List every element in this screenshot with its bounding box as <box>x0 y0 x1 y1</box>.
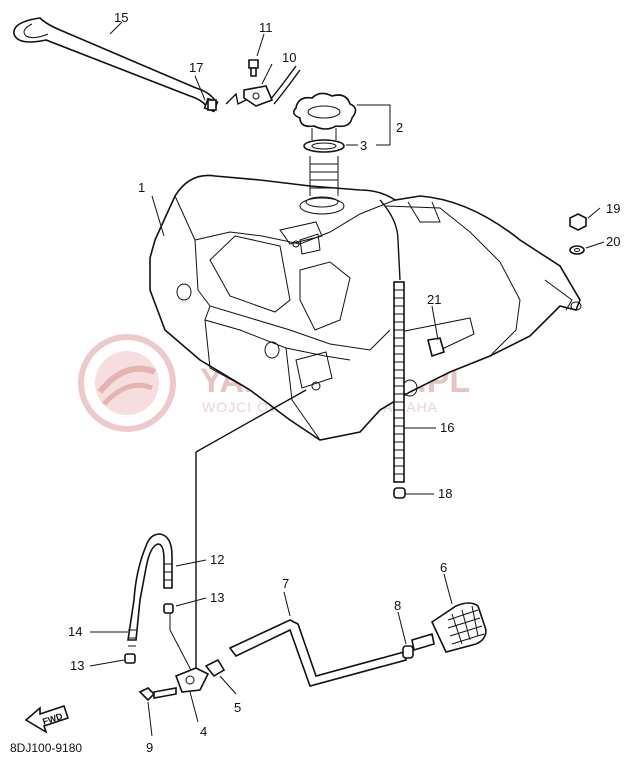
part-13-hose-clip <box>124 603 174 664</box>
callout-16: 16 <box>440 420 454 435</box>
part-9-screw <box>138 687 177 702</box>
leader-lines <box>89 21 605 737</box>
callout-7: 7 <box>282 576 289 591</box>
callout-15: 15 <box>114 10 128 25</box>
callout-12: 12 <box>210 552 224 567</box>
part-14-fuel-hose <box>128 629 136 647</box>
part-16-overflow-hose <box>379 199 406 499</box>
part-2-fuel-cap <box>292 92 357 140</box>
callout-5: 5 <box>234 700 241 715</box>
part-3-gasket <box>303 139 345 196</box>
callout-18: 18 <box>438 486 452 501</box>
callout-20: 20 <box>606 234 620 249</box>
watermark-logo-icon <box>78 334 176 432</box>
part-20-washer <box>569 245 585 255</box>
callout-2: 2 <box>396 120 403 135</box>
callout-8: 8 <box>394 598 401 613</box>
part-21-clamp <box>427 337 445 358</box>
callout-3: 3 <box>360 138 367 153</box>
part-7-fuel-pipe <box>228 619 407 687</box>
part-6-fuel-filter <box>411 602 487 653</box>
callout-19: 19 <box>606 201 620 216</box>
part-4-fuel-cock <box>174 667 210 693</box>
callout-21: 21 <box>427 292 441 307</box>
callout-13-lower: 13 <box>70 658 84 673</box>
callout-1: 1 <box>138 180 145 195</box>
callout-17: 17 <box>189 60 203 75</box>
callout-labels: 15 11 10 17 2 3 1 19 20 21 16 18 12 13 1… <box>68 10 620 755</box>
part-8-pipe-clip <box>402 645 414 659</box>
part-11-bolt <box>248 59 259 77</box>
callout-6: 6 <box>440 560 447 575</box>
part-10-breather-pipe <box>225 65 301 107</box>
fwd-arrow-icon: FWD <box>24 704 70 734</box>
callout-14: 14 <box>68 624 82 639</box>
part-1-fuel-tank <box>149 174 582 441</box>
callout-10: 10 <box>282 50 296 65</box>
diagram-code: 8DJ100-9180 <box>10 741 82 755</box>
callout-13-upper: 13 <box>210 590 224 605</box>
part-12-fuel-hose <box>127 533 173 641</box>
callout-4: 4 <box>200 724 207 739</box>
part-15-breather-hose <box>13 17 219 113</box>
callout-11: 11 <box>259 20 273 35</box>
part-5-seal <box>204 658 226 678</box>
part-17-clip <box>207 99 217 111</box>
callout-9: 9 <box>146 740 153 755</box>
part-19-nut <box>569 213 587 231</box>
